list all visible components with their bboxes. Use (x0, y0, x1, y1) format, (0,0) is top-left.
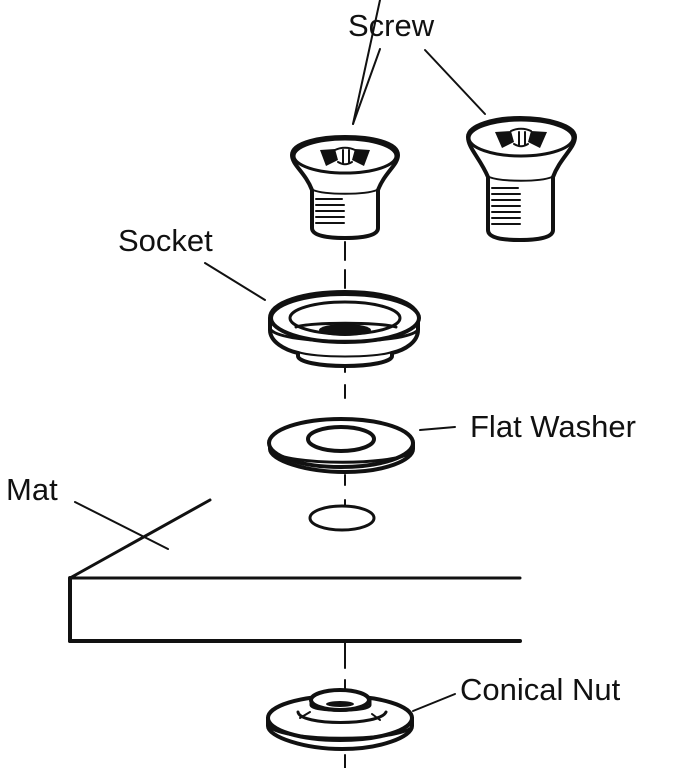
screw-leader-1b (352, 48, 381, 125)
screw-long (466, 116, 577, 242)
mat-leader (74, 501, 169, 550)
mat (68, 498, 522, 643)
conical-nut-label: Conical Nut (460, 672, 621, 707)
screw-leader-1 (352, 0, 381, 125)
mat-hole (308, 504, 376, 532)
screw-leader-2 (424, 49, 486, 115)
socket-label: Socket (118, 223, 213, 258)
flat-washer-label: Flat Washer (470, 409, 636, 444)
mat-label: Mat (6, 472, 58, 507)
conical-nut (266, 688, 414, 751)
screw-short (290, 135, 400, 240)
conical-nut-leader (412, 693, 456, 712)
socket (268, 290, 421, 368)
socket-leader (204, 262, 266, 301)
flat-washer (267, 417, 415, 474)
flat-washer-leader (419, 426, 456, 431)
screw-label: Screw (348, 8, 435, 43)
